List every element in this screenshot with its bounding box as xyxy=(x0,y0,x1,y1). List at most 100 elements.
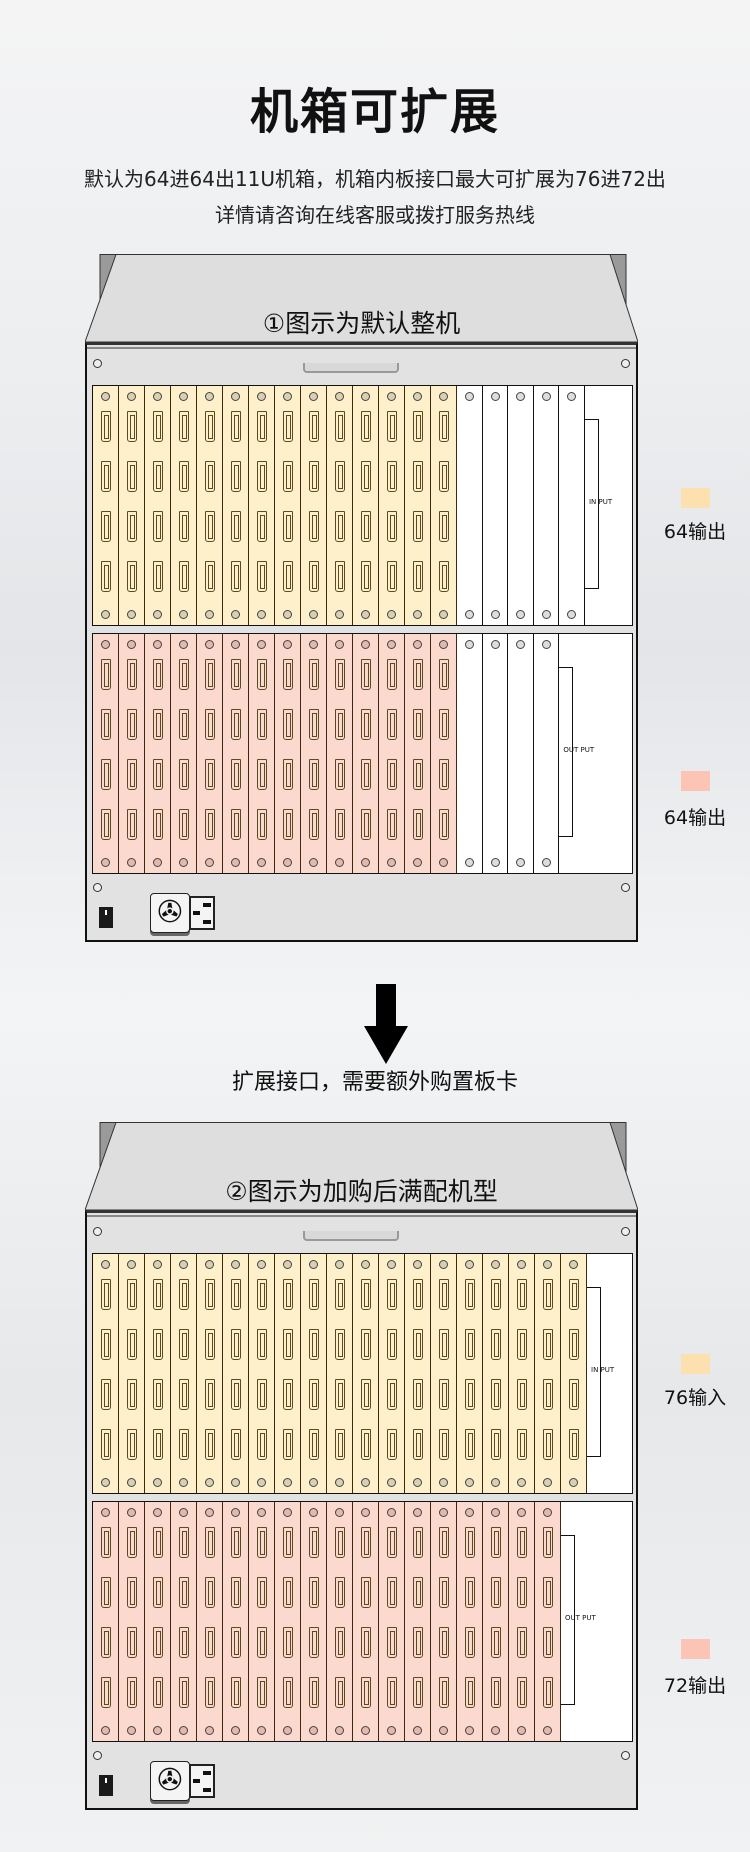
hdmi-port-icon xyxy=(439,1329,449,1360)
out-card xyxy=(457,1502,483,1741)
hdmi-port-icon xyxy=(387,809,397,840)
hdmi-port-icon xyxy=(335,511,345,542)
screw-icon xyxy=(361,610,370,619)
hdmi-port-icon xyxy=(361,1329,371,1360)
screw-icon xyxy=(101,858,110,867)
screw-icon xyxy=(231,1478,240,1487)
in-card xyxy=(535,1254,561,1493)
hdmi-port-icon xyxy=(361,1379,371,1410)
hdmi-port-icon xyxy=(101,1379,111,1410)
legend-label-4: 72输出 xyxy=(663,1675,727,1697)
hdmi-port-icon xyxy=(335,1429,345,1460)
screw-icon xyxy=(309,1726,318,1735)
screw-icon xyxy=(205,1726,214,1735)
down-arrow-icon xyxy=(364,984,408,1064)
screw-icon xyxy=(127,1260,136,1269)
blank-slot-cover xyxy=(508,386,534,625)
screw-icon xyxy=(439,610,448,619)
hdmi-port-icon xyxy=(439,1527,449,1558)
hdmi-port-icon xyxy=(413,1329,423,1360)
hdmi-port-icon xyxy=(127,1329,137,1360)
screw-icon xyxy=(541,640,551,649)
screw-icon xyxy=(231,1260,240,1269)
hdmi-port-icon xyxy=(205,1627,215,1658)
hdmi-port-icon xyxy=(569,1429,579,1460)
hdmi-port-icon xyxy=(491,1379,501,1410)
blank-slot-cover xyxy=(482,634,509,873)
hdmi-port-icon xyxy=(231,461,241,492)
hdmi-port-icon xyxy=(257,1577,267,1608)
hdmi-port-icon xyxy=(569,1329,579,1360)
out-card xyxy=(275,1502,301,1741)
hdmi-port-icon xyxy=(465,1677,475,1708)
screw-icon xyxy=(361,1508,370,1517)
hdmi-port-icon xyxy=(283,1429,293,1460)
in-card xyxy=(301,386,327,625)
hdmi-port-icon xyxy=(439,1279,449,1310)
out-card xyxy=(197,634,223,873)
hdmi-port-icon xyxy=(335,809,345,840)
hdmi-port-icon xyxy=(361,1527,371,1558)
hdmi-port-icon xyxy=(361,1677,371,1708)
screw-icon xyxy=(569,1478,578,1487)
screw-icon xyxy=(257,1508,266,1517)
hdmi-port-icon xyxy=(309,809,319,840)
in-card xyxy=(275,386,301,625)
hdmi-port-icon xyxy=(517,1677,527,1708)
hdmi-port-icon xyxy=(361,461,371,492)
hdmi-port-icon xyxy=(361,809,371,840)
in-card xyxy=(327,1254,353,1493)
screw-icon xyxy=(413,610,422,619)
legend-swatch-output-2 xyxy=(681,1639,710,1659)
hdmi-port-icon xyxy=(361,709,371,740)
hdmi-port-icon xyxy=(361,1429,371,1460)
screw-icon xyxy=(101,640,110,649)
hdmi-port-icon xyxy=(205,511,215,542)
hdmi-port-icon xyxy=(127,1577,137,1608)
hdmi-port-icon xyxy=(127,1279,137,1310)
screw-icon xyxy=(491,1260,500,1269)
hdmi-port-icon xyxy=(127,511,137,542)
hdmi-port-icon xyxy=(569,1379,579,1410)
screw-icon xyxy=(491,1478,500,1487)
hdmi-port-icon xyxy=(413,709,423,740)
in-card xyxy=(223,1254,249,1493)
screw-icon xyxy=(413,392,422,401)
hdmi-port-icon xyxy=(517,1527,527,1558)
hdmi-port-icon xyxy=(413,561,423,592)
screw-icon xyxy=(439,1508,448,1517)
hdmi-port-icon xyxy=(569,1279,579,1310)
hdmi-port-icon xyxy=(439,561,449,592)
hdmi-port-icon xyxy=(231,709,241,740)
screw-icon xyxy=(127,392,136,401)
in-card xyxy=(431,386,457,625)
screw-icon xyxy=(153,1478,162,1487)
hdmi-port-icon xyxy=(309,759,319,790)
legend-swatch-input-1 xyxy=(681,488,710,508)
hdmi-port-icon xyxy=(283,1577,293,1608)
out-panel: OUT PUT xyxy=(92,633,633,874)
screw-icon xyxy=(490,392,500,401)
hdmi-port-icon xyxy=(413,511,423,542)
hdmi-port-icon xyxy=(127,411,137,442)
screw-icon xyxy=(387,1478,396,1487)
bracket xyxy=(559,667,574,837)
hdmi-port-icon xyxy=(439,411,449,442)
hdmi-port-icon xyxy=(205,659,215,690)
hdmi-port-icon xyxy=(179,1627,189,1658)
screw-icon xyxy=(465,1478,474,1487)
hdmi-port-icon xyxy=(387,1677,397,1708)
legend-label-2: 64输出 xyxy=(663,807,727,829)
screw-icon xyxy=(517,1260,526,1269)
screw-icon xyxy=(465,640,474,649)
hdmi-port-icon xyxy=(283,1527,293,1558)
hdmi-port-icon xyxy=(179,561,189,592)
hdmi-port-icon xyxy=(387,1429,397,1460)
hdmi-port-icon xyxy=(283,809,293,840)
hdmi-port-icon xyxy=(101,1577,111,1608)
screw-icon xyxy=(231,640,240,649)
screw-icon xyxy=(413,858,422,867)
subtitle-line-2: 详情请咨询在线客服或拨打服务热线 xyxy=(215,203,535,227)
screw-icon xyxy=(413,640,422,649)
hdmi-port-icon xyxy=(465,1379,475,1410)
